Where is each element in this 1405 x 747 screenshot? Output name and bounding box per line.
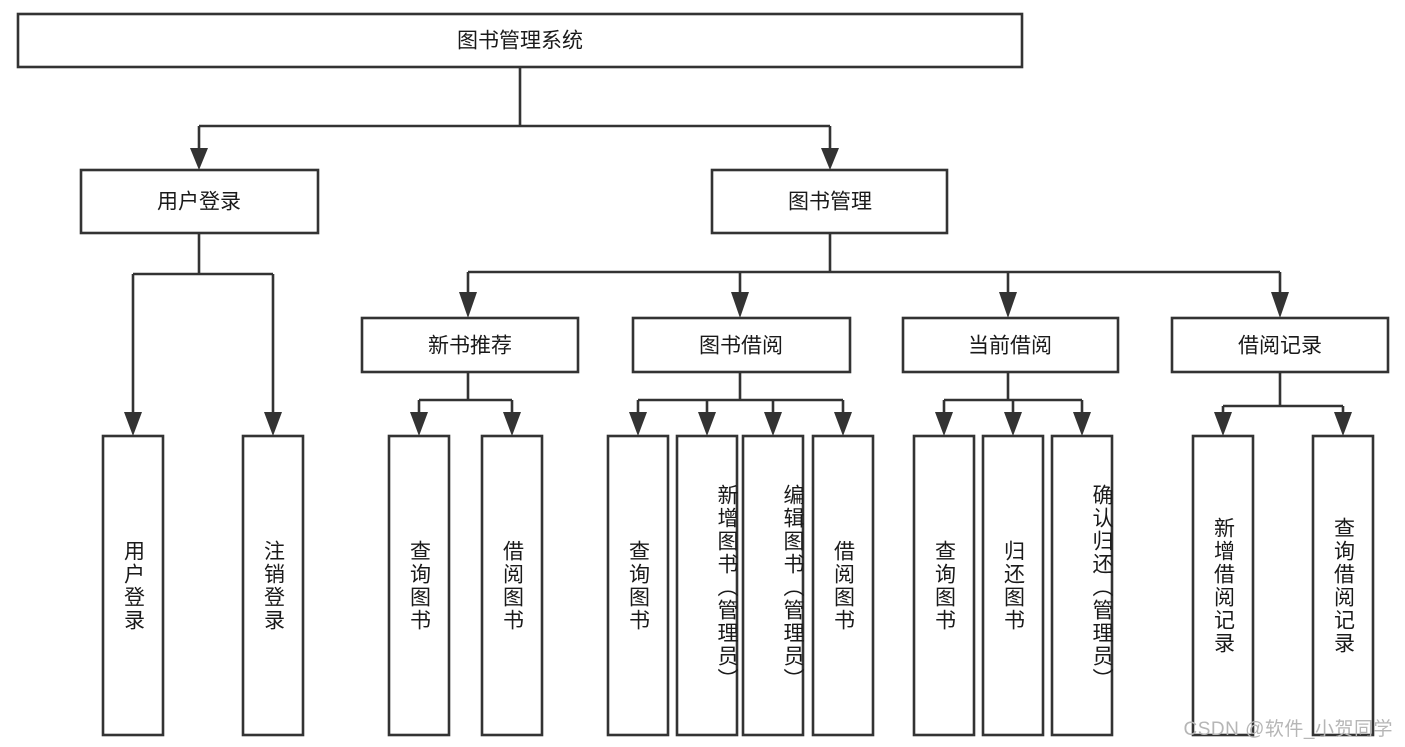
node-user-login[interactable]: 用户登录 <box>79 168 320 235</box>
arrow-head-icon <box>124 412 142 436</box>
connector-group-new-book <box>410 372 521 436</box>
node-borrow-record-label: 借阅记录 <box>1238 335 1322 358</box>
node-new-book-recommend[interactable]: 新书推荐 <box>360 316 580 374</box>
node-book-borrow[interactable]: 图书借阅 <box>631 316 852 374</box>
arrow-head-icon <box>1004 412 1022 436</box>
node-current-borrow-label: 当前借阅 <box>968 335 1052 358</box>
arrow-head-icon <box>190 148 208 170</box>
node-book-borrow-label: 图书借阅 <box>699 335 783 358</box>
arrow-head-icon <box>410 412 428 436</box>
node-root-system[interactable]: 图书管理系统 <box>16 12 1024 69</box>
node-current-borrow[interactable]: 当前借阅 <box>901 316 1120 374</box>
watermark-text: CSDN @软件_小贺同学 <box>1183 719 1393 740</box>
leaf-box-borrow-book[interactable] <box>811 434 875 737</box>
node-new-book-recommend-box[interactable] <box>360 316 580 374</box>
connector-group-root <box>190 67 839 170</box>
leaf-box-edit-book-admin[interactable] <box>741 434 805 737</box>
node-book-borrow-box[interactable] <box>631 316 852 374</box>
leaf-box-borrow-book-new[interactable] <box>480 434 544 737</box>
leaf-box-confirm-return-admin[interactable] <box>1050 434 1114 737</box>
node-book-management-box[interactable] <box>710 168 949 235</box>
node-user-login-box[interactable] <box>79 168 320 235</box>
node-root-label: 图书管理系统 <box>457 30 583 53</box>
leaf-box-query-borrow-record[interactable] <box>1311 434 1375 737</box>
arrow-head-icon <box>459 292 477 318</box>
connector-group-record <box>1214 372 1352 436</box>
arrow-head-icon <box>1334 412 1352 436</box>
arrow-head-icon <box>1271 292 1289 318</box>
node-book-management[interactable]: 图书管理 <box>710 168 949 235</box>
leaf-box-query-book-new[interactable] <box>387 434 451 737</box>
connector-group-book-mgmt <box>459 233 1289 318</box>
arrow-head-icon <box>834 412 852 436</box>
leaf-box-logout[interactable] <box>241 434 305 737</box>
node-borrow-record-box[interactable] <box>1170 316 1390 374</box>
arrow-head-icon <box>629 412 647 436</box>
node-borrow-record[interactable]: 借阅记录 <box>1170 316 1390 374</box>
arrow-head-icon <box>698 412 716 436</box>
leaf-box-query-book-borrow[interactable] <box>606 434 670 737</box>
node-root-box[interactable] <box>16 12 1024 69</box>
arrow-head-icon <box>999 292 1017 318</box>
arrow-head-icon <box>1214 412 1232 436</box>
leaf-box-return-book[interactable] <box>981 434 1045 737</box>
node-new-book-recommend-label: 新书推荐 <box>428 335 512 358</box>
node-book-management-label: 图书管理 <box>788 191 872 214</box>
connector-group-borrow <box>629 372 852 436</box>
node-current-borrow-box[interactable] <box>901 316 1120 374</box>
arrow-head-icon <box>503 412 521 436</box>
leaf-box-query-book-current[interactable] <box>912 434 976 737</box>
leaf-box-add-book-admin[interactable] <box>675 434 739 737</box>
arrow-head-icon <box>264 412 282 436</box>
arrow-head-icon <box>1073 412 1091 436</box>
leaf-box-user-login[interactable] <box>101 434 165 737</box>
connector-group-user-login <box>124 233 282 436</box>
arrow-head-icon <box>731 292 749 318</box>
connector-group-current <box>935 372 1091 436</box>
node-user-login-label: 用户登录 <box>157 191 241 214</box>
leaf-box-add-borrow-record[interactable] <box>1191 434 1255 737</box>
arrow-head-icon <box>764 412 782 436</box>
arrow-head-icon <box>935 412 953 436</box>
arrow-head-icon <box>821 148 839 170</box>
